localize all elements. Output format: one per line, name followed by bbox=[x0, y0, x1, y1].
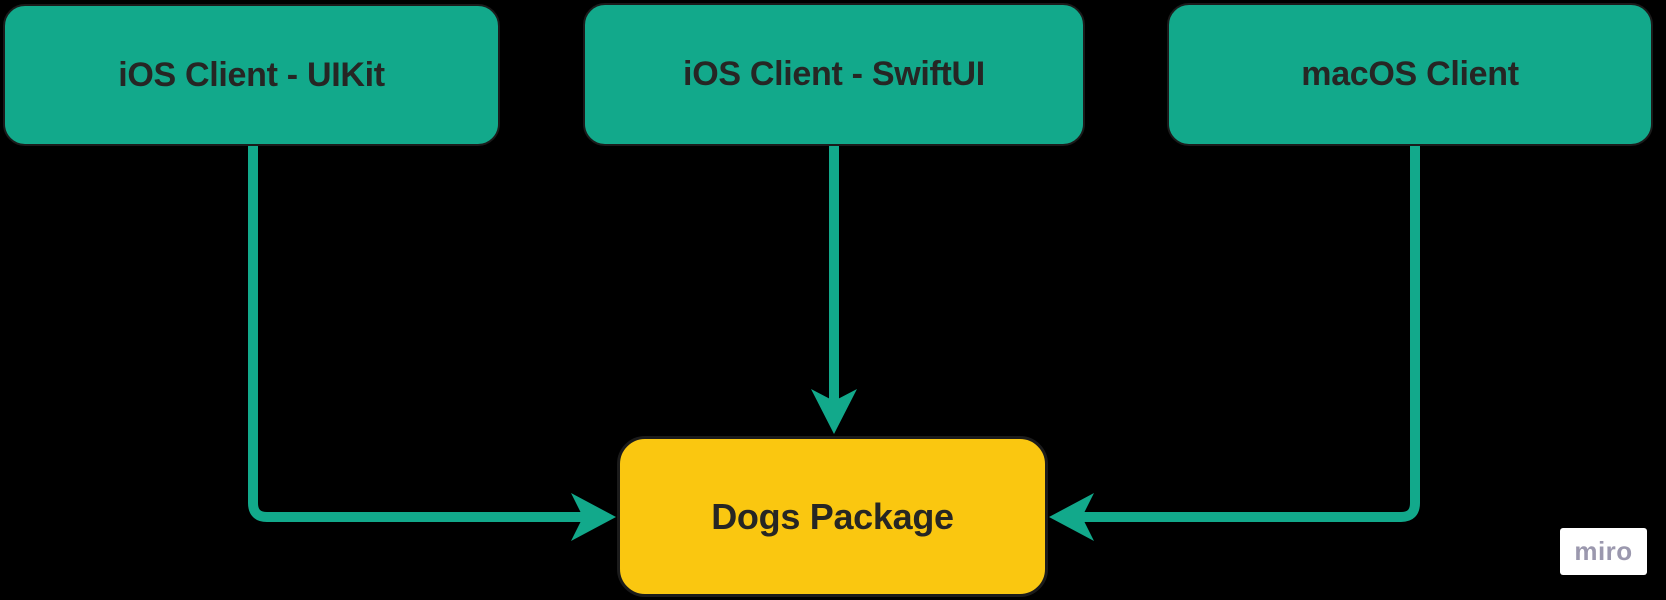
edge-uikit-to-dogs-package[interactable] bbox=[248, 146, 616, 541]
node-macos-client[interactable]: macOS Client bbox=[1167, 3, 1653, 146]
node-ios-client-swiftui[interactable]: iOS Client - SwiftUI bbox=[583, 3, 1085, 146]
node-label: Dogs Package bbox=[711, 495, 954, 537]
arrowhead-right-icon bbox=[571, 493, 616, 541]
miro-logo-text: miro bbox=[1574, 536, 1633, 566]
arrowhead-down-icon bbox=[811, 389, 857, 434]
miro-watermark-badge[interactable]: miro bbox=[1560, 528, 1647, 575]
node-label: iOS Client - SwiftUI bbox=[683, 55, 985, 93]
arrowhead-left-icon bbox=[1049, 493, 1094, 541]
edge-macos-to-dogs-package[interactable] bbox=[1049, 146, 1420, 541]
edge-swiftui-to-dogs-package[interactable] bbox=[811, 146, 857, 434]
node-label: iOS Client - UIKit bbox=[118, 55, 385, 94]
edge-line[interactable] bbox=[1082, 146, 1420, 522]
node-dogs-package[interactable]: Dogs Package bbox=[617, 436, 1048, 597]
node-ios-client-uikit[interactable]: iOS Client - UIKit bbox=[3, 4, 500, 146]
edge-line[interactable] bbox=[248, 146, 583, 522]
node-label: macOS Client bbox=[1301, 55, 1519, 93]
